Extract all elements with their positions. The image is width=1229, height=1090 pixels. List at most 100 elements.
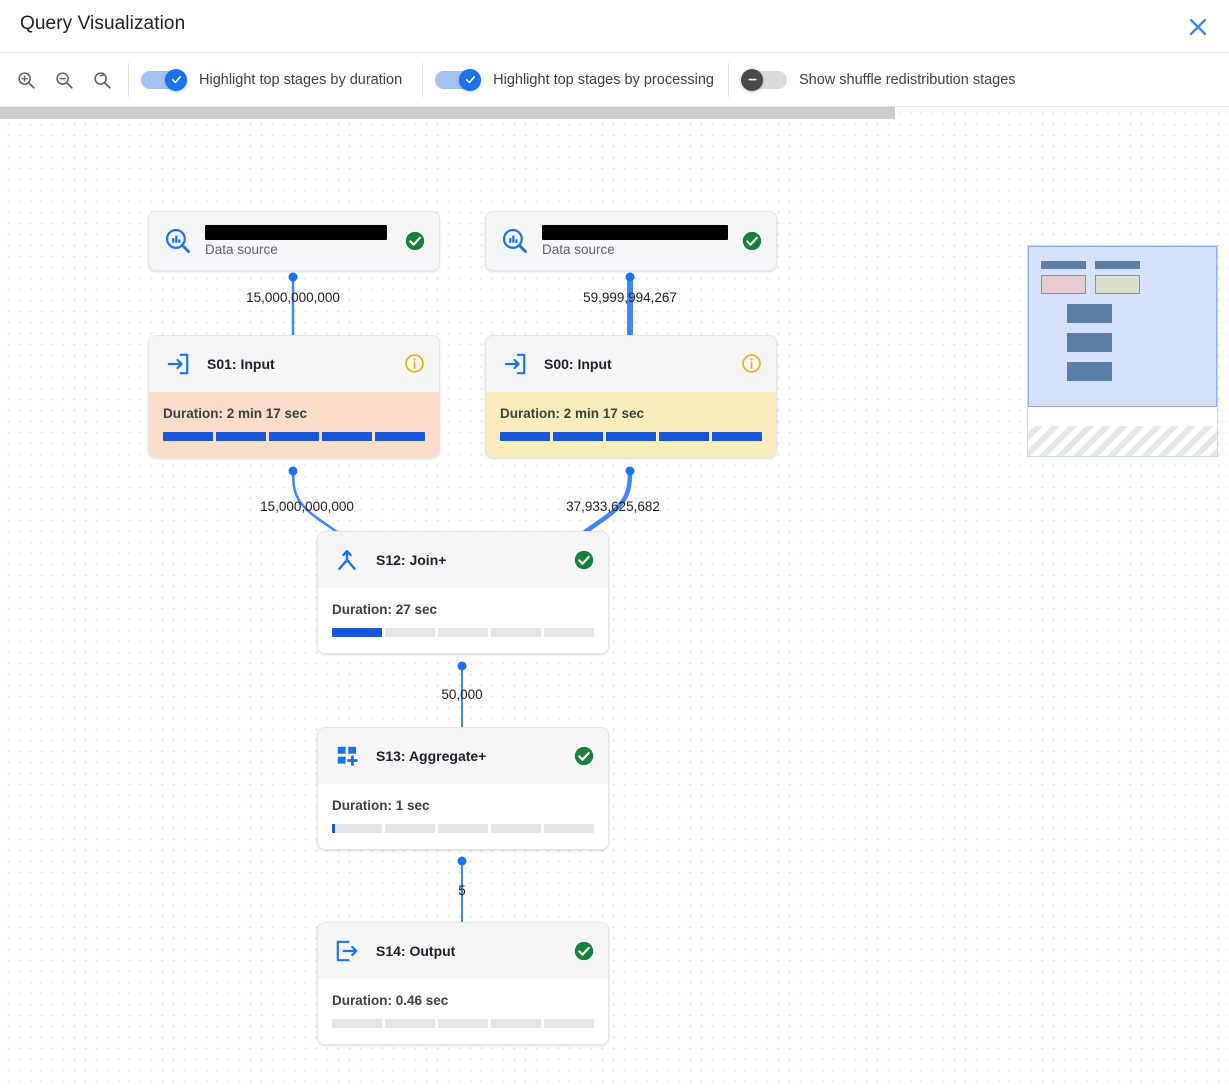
close-button[interactable] [1181, 10, 1215, 44]
progress-bar [163, 432, 425, 441]
node-title: S12: Join+ [376, 552, 447, 568]
node-header: S00: Input [486, 336, 776, 392]
node-header: S12: Join+ [318, 532, 608, 588]
dialog-titlebar: Query Visualization [0, 0, 1229, 53]
page-title: Query Visualization [20, 13, 186, 34]
status-badge-success [573, 745, 595, 767]
switch-knob [741, 68, 763, 91]
node-title: S14: Output [376, 943, 456, 959]
progress-bar-fill [332, 628, 385, 637]
bigquery-search-icon [500, 226, 530, 256]
progress-bar-fill [163, 432, 425, 441]
join-merge-icon [332, 545, 362, 575]
edge-s00-to-s12 [568, 466, 635, 545]
toggle-highlight-duration[interactable]: Highlight top stages by duration [141, 68, 403, 91]
node-body: Duration: 2 min 17 sec [486, 392, 776, 457]
zoom-reset-button[interactable] [88, 66, 116, 94]
minimap-node [1095, 275, 1140, 294]
node-body: Duration: 0.46 sec [318, 979, 608, 1044]
node-label-group: Data source [205, 225, 387, 257]
progress-bar-fill [500, 432, 762, 441]
edge-label: 37,933,625,682 [566, 499, 660, 514]
zoom-in-button[interactable] [12, 66, 40, 94]
progress-bar-segments [332, 1019, 594, 1028]
node-data-source-right[interactable]: Data source [485, 211, 777, 271]
check-icon [465, 75, 475, 84]
edge-src-right-to-s00 [625, 272, 635, 335]
toggle-highlight-duration-switch[interactable] [141, 68, 187, 91]
node-data-source-left[interactable]: Data source [148, 211, 440, 271]
progress-bar [500, 432, 762, 441]
node-label-group: Data source [542, 225, 728, 257]
toggle-show-shuffle[interactable]: Show shuffle redistribution stages [741, 68, 1016, 91]
bigquery-search-icon [163, 226, 193, 256]
toggle-highlight-processing-label: Highlight top stages by processing [493, 71, 714, 88]
node-stage-s14-output[interactable]: S14: Output Duration: 0.46 sec [317, 922, 609, 1045]
edge-label: 15,000,000,000 [260, 499, 354, 514]
node-header: S01: Input [149, 336, 439, 392]
edge-label: 59,999,994,267 [583, 290, 677, 305]
node-stage-s00-input[interactable]: S00: Input Duration: 2 min 17 sec [485, 335, 777, 458]
progress-bar [332, 628, 594, 637]
edge-layer [288, 272, 635, 922]
toggle-highlight-processing[interactable]: Highlight top stages by processing [435, 68, 714, 91]
minimap-node [1067, 333, 1112, 352]
minimap-node [1067, 362, 1112, 381]
graph-canvas[interactable]: 15,000,000,000 59,999,994,267 15,000,000… [0, 107, 1229, 1090]
node-header: Data source [486, 212, 776, 270]
node-title: S13: Aggregate+ [376, 748, 487, 764]
node-subtitle: Data source [542, 242, 615, 257]
toggle-show-shuffle-label: Show shuffle redistribution stages [799, 71, 1016, 88]
status-badge-info[interactable] [404, 353, 426, 375]
progress-bar-segments [163, 432, 425, 441]
toggle-highlight-processing-switch[interactable] [435, 68, 482, 91]
minimap-node [1095, 261, 1140, 269]
status-badge-success [404, 230, 426, 252]
progress-bar-fill [332, 824, 335, 833]
node-stage-s01-input[interactable]: S01: Input Duration: 2 min 17 sec [148, 335, 440, 458]
graph-minimap[interactable] [1027, 245, 1218, 457]
edge-label: 15,000,000,000 [246, 290, 340, 305]
node-duration-label: Duration: 27 sec [332, 602, 438, 617]
output-arrow-icon [332, 936, 362, 966]
horizontal-scrollbar[interactable] [0, 107, 895, 119]
minimap-viewport[interactable] [1028, 246, 1217, 407]
check-icon [171, 75, 181, 84]
redacted-title-bar [542, 225, 728, 240]
redacted-title-bar [205, 225, 387, 240]
zoom-controls [0, 66, 116, 94]
status-badge-info[interactable] [741, 353, 763, 375]
node-title: S00: Input [544, 356, 612, 372]
toolbar-divider [128, 62, 129, 97]
node-duration-label: Duration: 2 min 17 sec [163, 406, 308, 421]
node-header: S14: Output [318, 923, 608, 979]
node-subtitle: Data source [205, 242, 278, 257]
node-body: Duration: 1 sec [318, 784, 608, 849]
toolbar-divider [728, 62, 729, 97]
input-arrow-icon [163, 349, 193, 379]
toolbar: Highlight top stages by duration Highlig… [0, 53, 1229, 107]
node-header: Data source [149, 212, 439, 270]
close-icon [1189, 18, 1207, 36]
node-stage-s12-join[interactable]: S12: Join+ Duration: 27 sec [317, 531, 609, 654]
edge-label: 5 [458, 883, 466, 898]
progress-bar-segments [332, 824, 594, 833]
progress-bar-segments [332, 628, 594, 637]
edge-s13-to-s14 [457, 856, 467, 922]
toggle-highlight-duration-label: Highlight top stages by duration [199, 71, 403, 88]
toolbar-divider [422, 62, 424, 97]
zoom-in-icon [18, 71, 35, 89]
node-duration-label: Duration: 2 min 17 sec [500, 406, 645, 421]
status-badge-success [741, 230, 763, 252]
switch-knob [459, 68, 482, 91]
toggle-show-shuffle-switch[interactable] [741, 68, 787, 91]
minimap-node [1041, 261, 1086, 269]
progress-bar [332, 1019, 594, 1028]
node-title: S01: Input [207, 356, 275, 372]
node-duration-label: Duration: 0.46 sec [332, 993, 449, 1008]
zoom-out-button[interactable] [50, 66, 78, 94]
zoom-reset-icon [94, 71, 111, 89]
edge-src-left-to-s01 [288, 272, 298, 335]
progress-bar [332, 824, 594, 833]
node-stage-s13-aggregate[interactable]: S13: Aggregate+ Duration: 1 sec [317, 727, 609, 850]
